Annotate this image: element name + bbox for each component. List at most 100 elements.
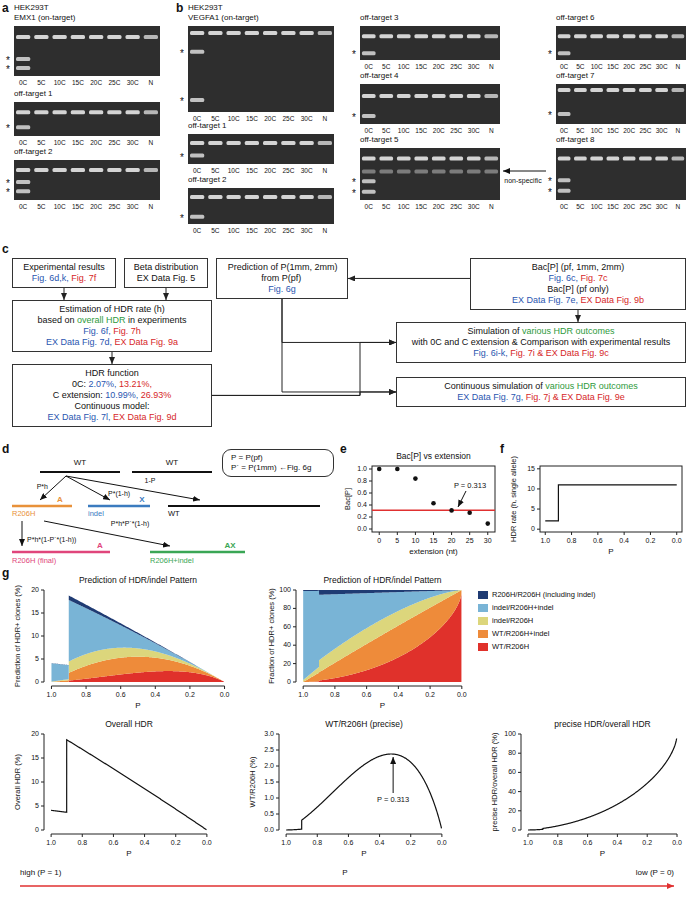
tick — [597, 532, 598, 535]
axis-note: low (P = 0) — [636, 868, 674, 877]
box-text: EX Data Fig. 9d — [113, 412, 177, 422]
cleavage-asterisk: * — [548, 110, 552, 122]
box-text: 13.21%, — [119, 379, 152, 389]
gel-image — [14, 102, 160, 136]
cleavage-asterisk: * — [180, 213, 184, 225]
tick-label: 20 — [508, 807, 516, 815]
box-text: P´ = P(1mm) ←Fig. 6g — [231, 463, 311, 472]
tick-label: 10 — [31, 632, 39, 640]
lane-label: 5C — [211, 227, 219, 234]
gel-band — [263, 141, 277, 145]
lane-label: 30C — [468, 63, 480, 70]
cleavage-asterisk: * — [180, 96, 184, 108]
text-line: Fig. 6d,k,Fig. 7f — [18, 273, 110, 284]
gel-band — [71, 110, 85, 114]
tick-label: 0.6 — [357, 489, 367, 497]
target-label: off-target 5 — [360, 135, 399, 144]
connector-arrow — [166, 288, 167, 300]
gel-band — [362, 114, 376, 118]
tick-label: 1.5 — [264, 778, 274, 786]
gel-band — [379, 94, 393, 98]
axis-note: high (P = 1) — [20, 868, 61, 877]
tick — [379, 834, 380, 837]
lane-label: 20C — [90, 79, 102, 86]
tick — [369, 505, 372, 506]
tick-label: 10 — [412, 537, 420, 545]
cleavage-asterisk: * — [548, 176, 552, 188]
tick — [303, 686, 304, 689]
lane-label: 10C — [398, 127, 410, 134]
gel-band — [190, 98, 204, 102]
data-line — [51, 740, 206, 830]
cleavage-asterisk: * — [6, 187, 10, 199]
gel-band — [318, 31, 332, 35]
gel-band — [16, 110, 30, 114]
tick-label: 80 — [283, 604, 291, 612]
lane-label: 25C — [450, 203, 462, 210]
tick-label: 0 — [531, 525, 535, 533]
lane-label: 15C — [72, 139, 84, 146]
lane-label: 20C — [90, 139, 102, 146]
gel-band — [16, 125, 30, 129]
gel-band — [414, 169, 428, 173]
gel-band — [558, 88, 571, 92]
gel-band — [281, 31, 295, 35]
gel-band — [190, 50, 204, 54]
box-text: Fig. 6f, — [83, 326, 111, 336]
box-text: HDR function — [85, 368, 139, 378]
gel-band — [208, 31, 222, 35]
lane-label: 15C — [246, 167, 258, 174]
tick — [224, 686, 225, 689]
lane-label: 20C — [623, 127, 635, 134]
box-text: in experiments — [128, 315, 187, 325]
target-label: EMX1 (on-target) — [14, 13, 75, 22]
gel-band — [607, 34, 620, 38]
tick-label: 15 — [430, 537, 438, 545]
box-text: 0C: — [72, 379, 86, 389]
gel-band — [558, 156, 571, 160]
tick — [557, 834, 558, 837]
tick-label: 0.8 — [553, 839, 563, 847]
tick — [518, 753, 521, 754]
arrow — [458, 491, 466, 507]
box-text: Fig. 7c — [581, 273, 608, 283]
lane-label: 10C — [228, 167, 240, 174]
process-box: Estimation of HDR rate (h)based onoveral… — [12, 300, 212, 352]
lane-label: 15C — [415, 63, 427, 70]
data-line — [528, 738, 677, 830]
tick — [527, 834, 528, 837]
tick-label: 0.6 — [116, 691, 126, 699]
lane-label: 5C — [576, 63, 584, 70]
box-text: EX Data Fig. 7d, — [46, 337, 112, 347]
stacked-area — [303, 590, 461, 595]
gel-band — [655, 34, 668, 38]
gel-band — [467, 34, 481, 38]
lane-label: N — [323, 227, 328, 234]
gel-image — [14, 26, 160, 76]
gel-band — [281, 195, 295, 199]
probability-label: P*h*(1-P´*(1-h)) — [27, 536, 76, 544]
gel-band — [558, 51, 571, 55]
gel-band — [89, 35, 103, 39]
tick-label: 1.0 — [264, 794, 274, 802]
tick-label: 1.0 — [523, 839, 533, 847]
lane-label: 5C — [576, 127, 584, 134]
gel-band — [623, 88, 636, 92]
data-point — [431, 501, 436, 506]
chart — [369, 466, 495, 535]
gel-band — [245, 31, 259, 35]
allele-line — [168, 505, 320, 507]
tick — [410, 834, 411, 837]
tick-label: 0.6 — [593, 537, 603, 545]
tick — [545, 532, 546, 535]
tick — [41, 659, 44, 660]
gel-band — [639, 156, 652, 160]
tick-label: 0.2 — [185, 691, 195, 699]
gel-band — [623, 34, 636, 38]
gel-band — [16, 66, 30, 70]
text-line: 0C:2.07%,13.21%, — [18, 379, 206, 390]
gel-band — [607, 156, 620, 160]
gel-band — [432, 94, 446, 98]
tick-label: 15 — [527, 465, 535, 473]
chart — [518, 734, 677, 837]
